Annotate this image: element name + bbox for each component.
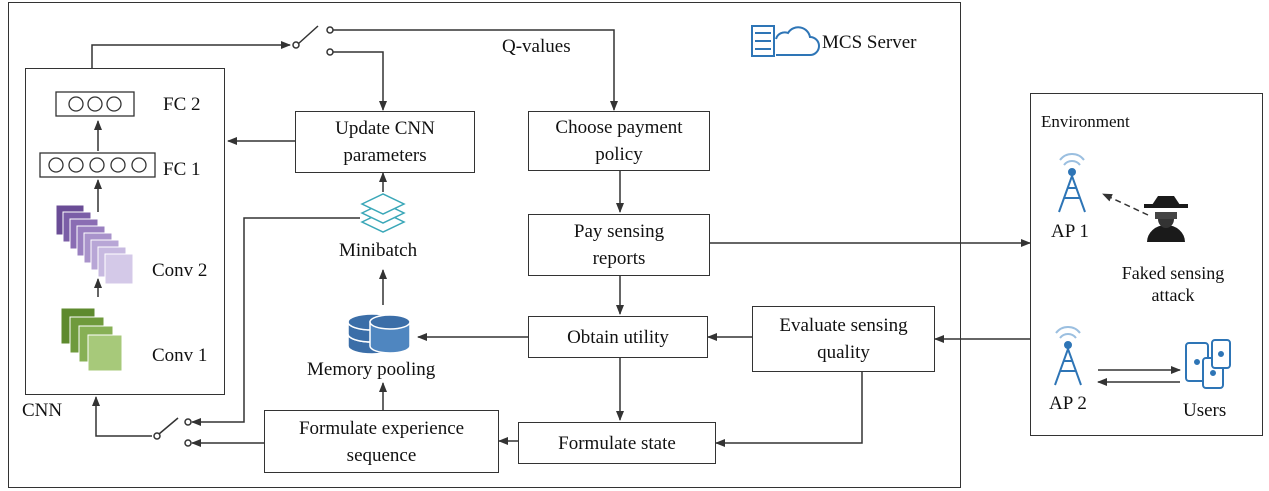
choose-payment-policy-box: Choose payment policy [528,111,710,171]
cnn-label: CNN [22,400,63,421]
evaluate-sensing-quality-box: Evaluate sensing quality [752,306,935,372]
bottom-switch [153,417,192,447]
formulate-experience-box: Formulate experience sequence [264,410,499,473]
attacker-spy-icon [1144,196,1188,242]
ap2-label: AP 2 [1049,393,1087,414]
cnn-frame [25,68,225,395]
ap1-tower-icon [1058,153,1086,213]
users-label: Users [1183,400,1227,421]
cloud-server-icon [751,25,820,57]
conv1-layer [60,307,123,372]
users-phones-icon [1185,339,1231,389]
fc1-layer [39,152,156,178]
formulate-state-box: Formulate state [518,422,716,464]
fc1-label: FC 1 [163,159,201,180]
mcs-server-frame [8,2,961,488]
update-cnn-parameters-box: Update CNN parameters [295,111,475,173]
pay-sensing-reports-box: Pay sensing reports [528,214,710,276]
q-values-label: Q-values [502,36,571,57]
environment-frame [1030,93,1263,436]
conv2-label: Conv 2 [152,260,208,281]
obtain-utility-box: Obtain utility [528,316,708,358]
minibatch-label: Minibatch [339,240,418,261]
ap1-label: AP 1 [1051,221,1089,242]
database-icon [347,313,411,355]
fc2-layer [55,91,135,117]
environment-label: Environment [1041,112,1130,131]
minibatch-icon [360,193,406,233]
top-switch [292,25,334,56]
memory-pooling-label: Memory pooling [307,359,436,380]
fc2-label: FC 2 [163,94,201,115]
conv1-label: Conv 1 [152,345,208,366]
faked-attack-label: Faked sensing attack [1121,263,1225,305]
conv2-layer [55,204,134,285]
mcs-server-label: MCS Server [822,32,917,53]
ap2-tower-icon [1054,326,1082,386]
